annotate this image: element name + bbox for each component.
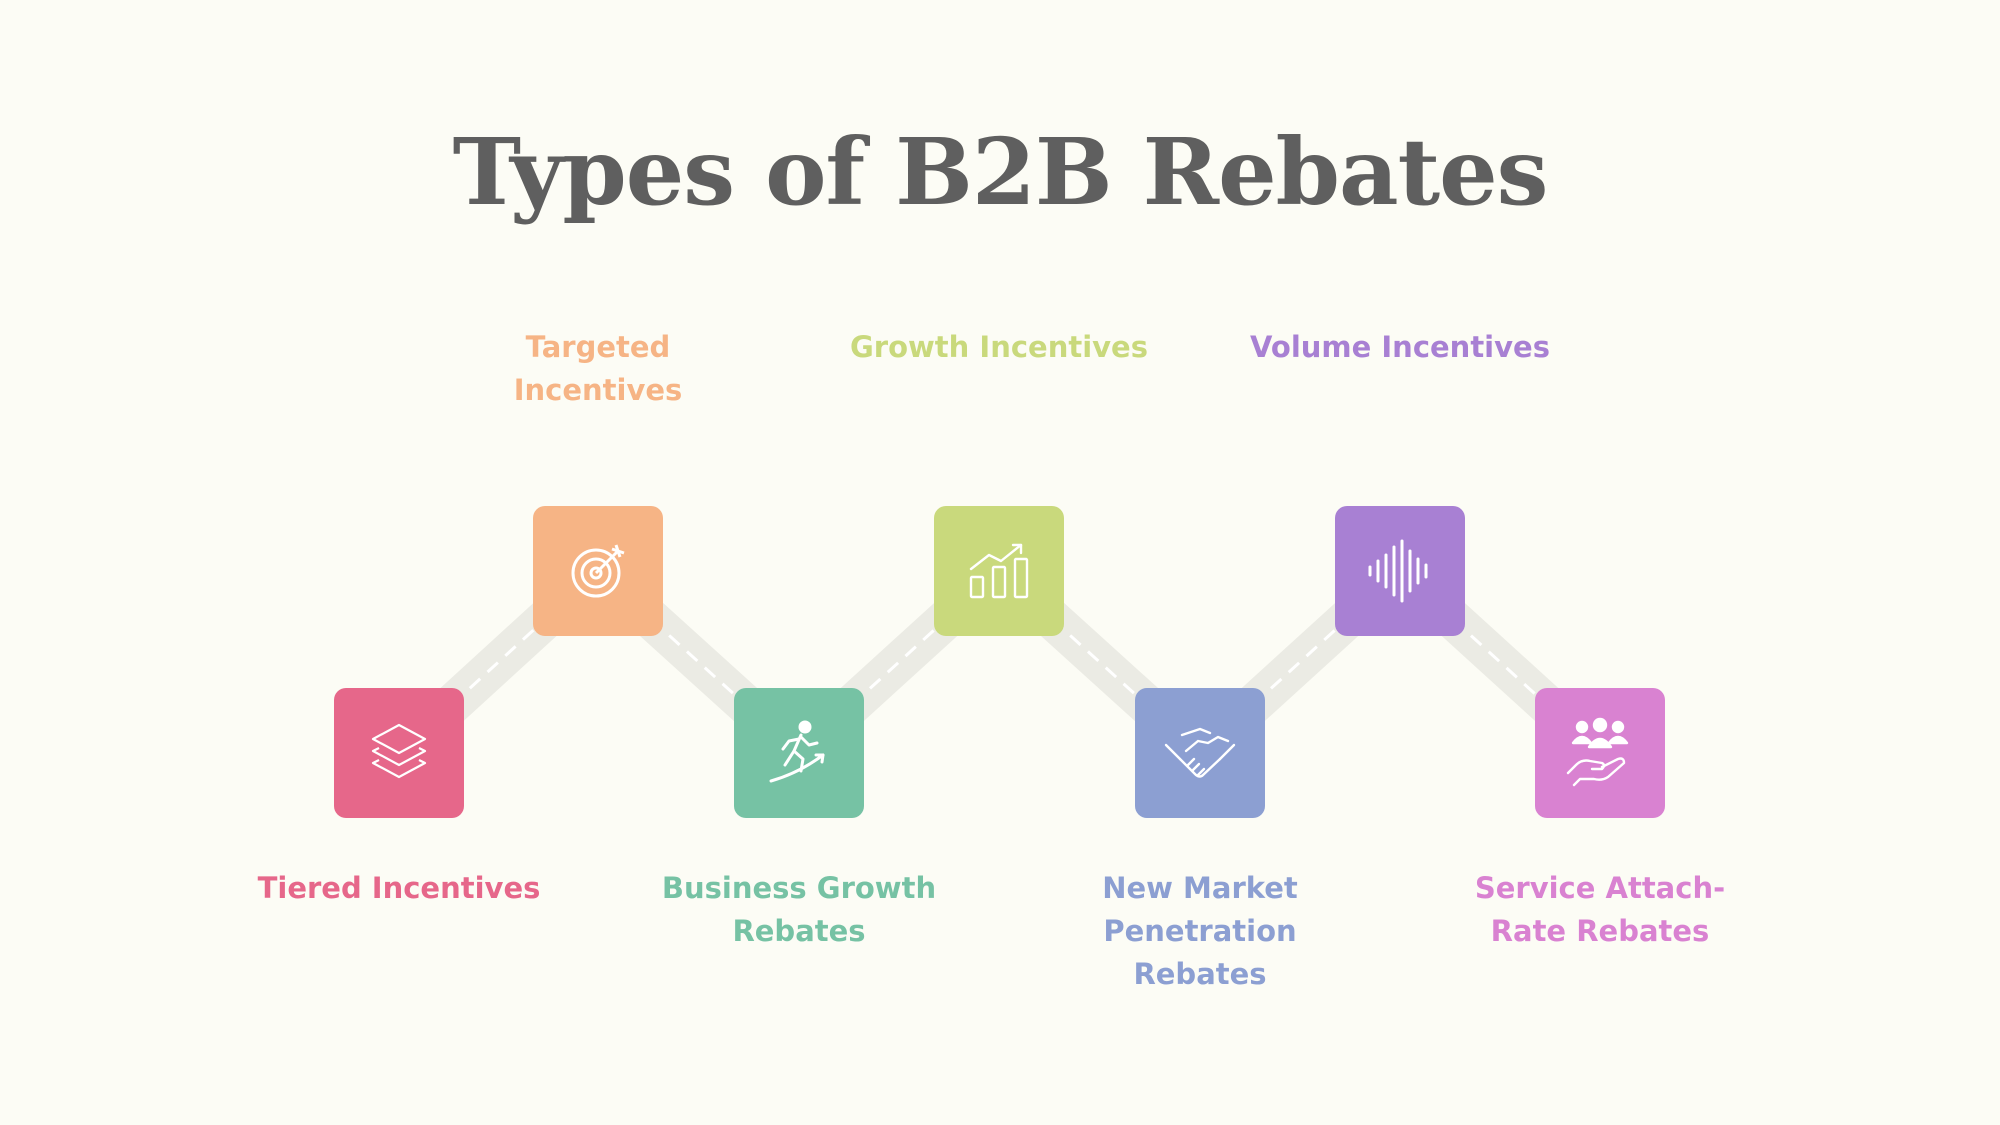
step-label-new-market-penetration-rebates: New Market Penetration Rebates xyxy=(1102,871,1298,991)
step-targeted-incentives-tile xyxy=(533,506,663,636)
step-tiered-incentives-tile xyxy=(334,688,464,818)
step-label-business-growth-rebates: Business Growth Rebates xyxy=(661,871,937,948)
step-label-tiered-incentives: Tiered Incentives xyxy=(257,871,541,905)
target-icon xyxy=(571,544,625,598)
page-title: Types of B2B Rebates xyxy=(452,118,1549,226)
step-service-attach-rate-rebates-tile xyxy=(1535,688,1665,818)
step-label-service-attach-rate-rebates: Service Attach-Rate Rebates xyxy=(1474,871,1726,948)
step-business-growth-rebates-tile xyxy=(734,688,864,818)
step-label-growth-incentives: Growth Incentives xyxy=(849,330,1148,364)
sound-wave-icon xyxy=(1368,539,1428,603)
bar-chart-icon xyxy=(969,543,1029,599)
handshake-icon xyxy=(1164,727,1236,778)
runner-icon xyxy=(769,720,825,783)
step-new-market-penetration-rebates-tile xyxy=(1135,688,1265,818)
step-growth-incentives-tile xyxy=(934,506,1064,636)
step-label-targeted-incentives: Targeted Incentives xyxy=(513,330,683,407)
layers-icon xyxy=(371,723,427,779)
step-label-volume-incentives: Volume Incentives xyxy=(1250,330,1550,364)
step-volume-incentives-tile xyxy=(1335,506,1465,636)
people-in-hand-icon xyxy=(1566,717,1629,787)
